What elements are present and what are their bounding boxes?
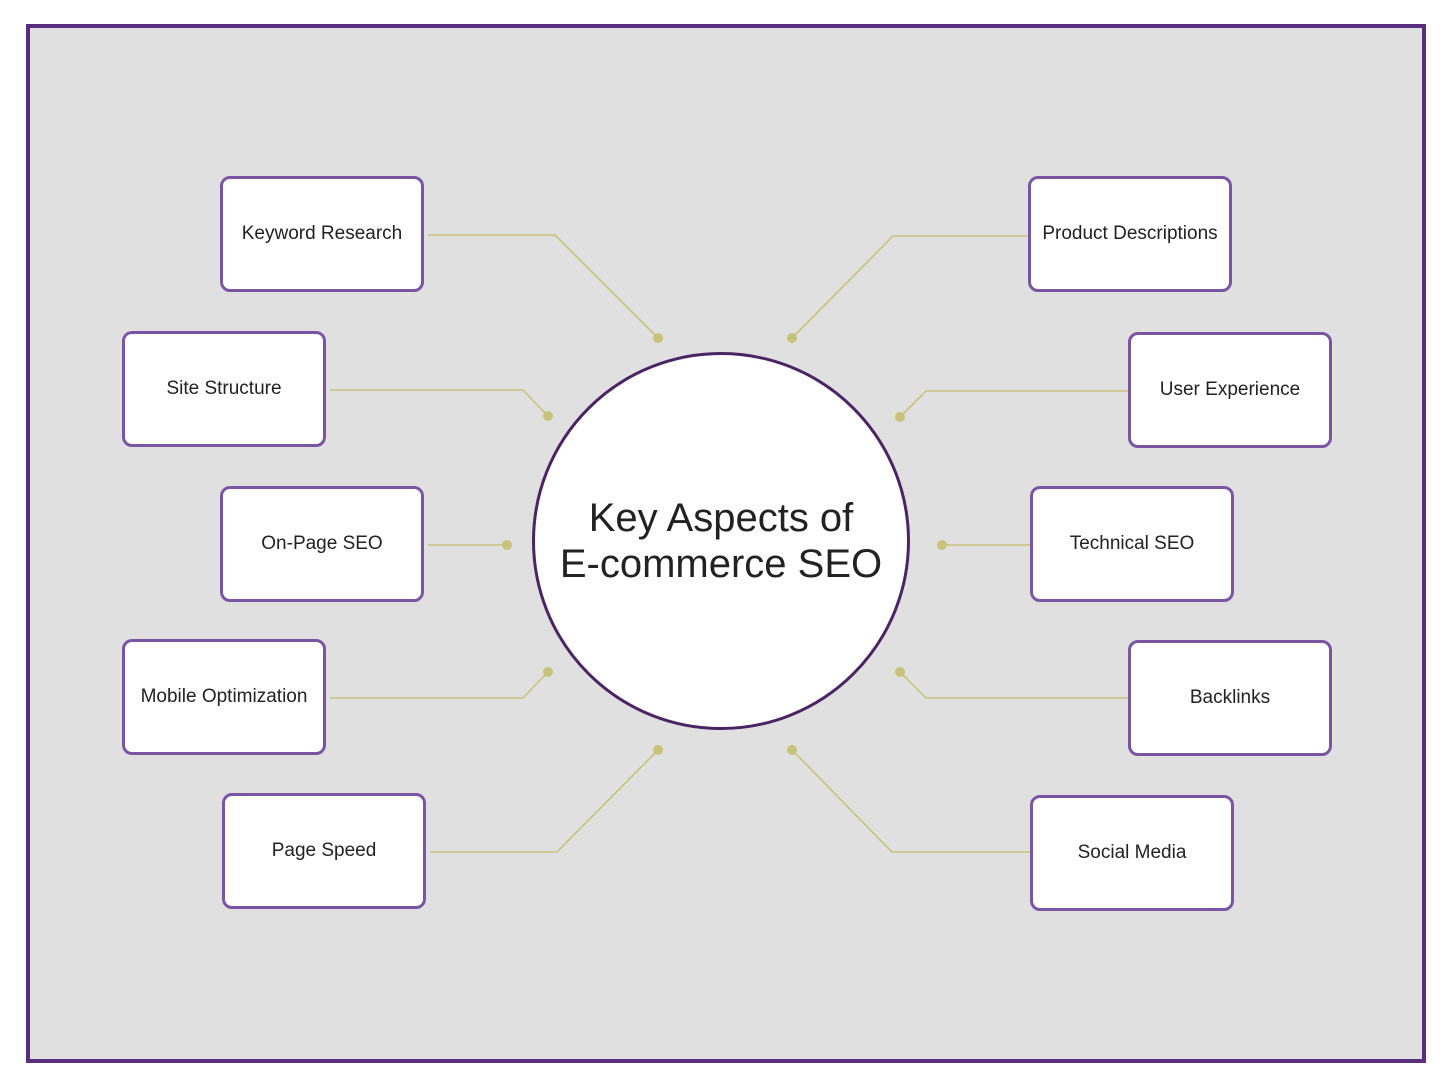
- node-label: Keyword Research: [241, 223, 403, 244]
- node-keyword-research: Keyword Research: [220, 176, 424, 292]
- node-page-speed: Page Speed: [222, 793, 426, 909]
- center-title-line1: Key Aspects of: [588, 496, 854, 540]
- center-title-line2: E-commerce SEO: [559, 542, 883, 586]
- node-site-structure: Site Structure: [122, 331, 326, 447]
- node-on-page-seo: On-Page SEO: [220, 486, 424, 602]
- node-mobile-optimization: Mobile Optimization: [122, 639, 326, 755]
- node-label: Technical SEO: [1069, 533, 1195, 554]
- node-label: Mobile Optimization: [140, 686, 308, 707]
- node-label: Page Speed: [271, 840, 377, 861]
- node-label: User Experience: [1159, 379, 1301, 400]
- node-label: Product Descriptions: [1042, 223, 1218, 244]
- node-technical-seo: Technical SEO: [1030, 486, 1234, 602]
- node-label: Backlinks: [1189, 687, 1271, 708]
- center-hub: Key Aspects of E-commerce SEO: [532, 352, 910, 730]
- node-user-experience: User Experience: [1128, 332, 1332, 448]
- node-backlinks: Backlinks: [1128, 640, 1332, 756]
- node-label: Social Media: [1077, 842, 1187, 863]
- node-product-descriptions: Product Descriptions: [1028, 176, 1232, 292]
- node-social-media: Social Media: [1030, 795, 1234, 911]
- node-label: On-Page SEO: [261, 533, 383, 554]
- node-label: Site Structure: [166, 378, 282, 399]
